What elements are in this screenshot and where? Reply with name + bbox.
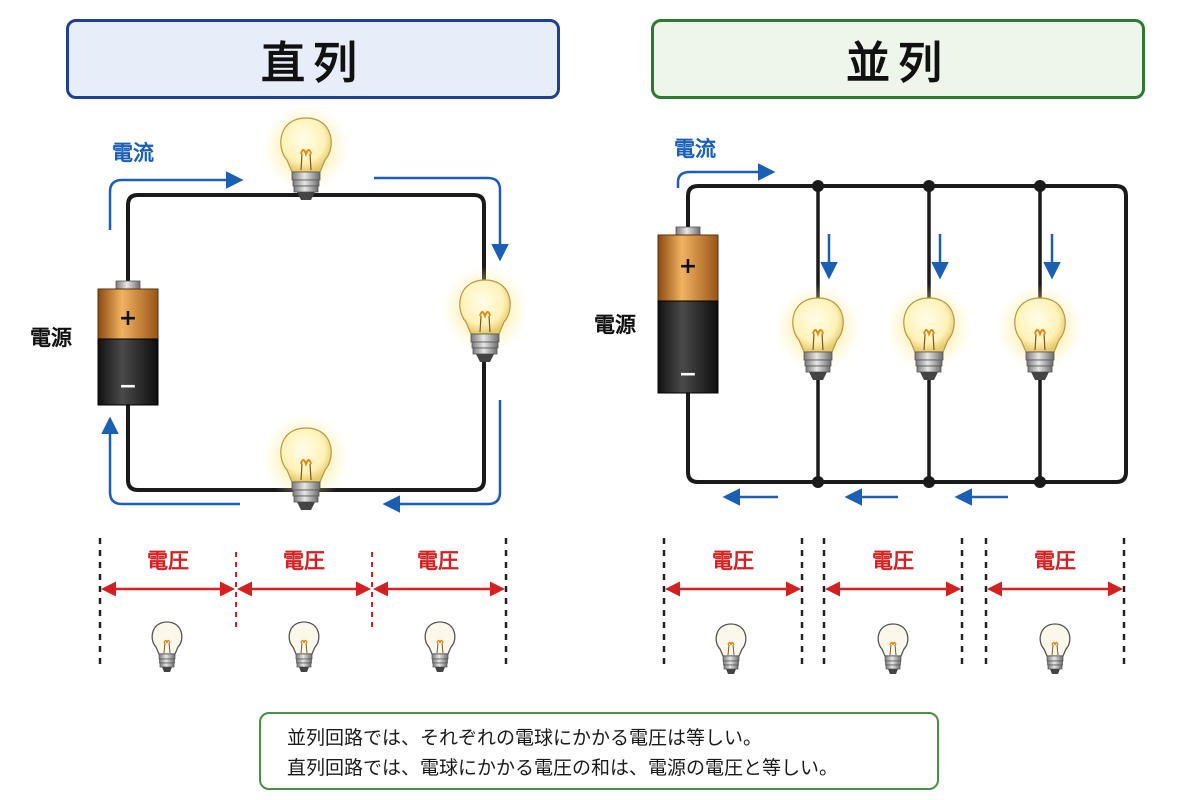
series-circuit: + − 電流 電源 xyxy=(30,103,530,513)
parallel-voltage-label: 電圧 xyxy=(1034,549,1076,573)
parallel-small-bulb xyxy=(715,623,747,675)
parallel-battery: + − xyxy=(657,226,719,394)
note-line-series: 直列回路では、電球にかかる電圧の和は、電源の電圧と等しい。 xyxy=(287,757,839,779)
series-bulb-bottom xyxy=(261,413,351,511)
series-current-arrow xyxy=(108,171,244,230)
series-current-label: 電流 xyxy=(112,141,154,165)
series-voltage-label: 電圧 xyxy=(283,549,325,573)
series-voltage-label: 電圧 xyxy=(147,549,189,573)
note-line-parallel: 並列回路では、それぞれの電球にかかる電圧は等しい。 xyxy=(287,727,763,749)
parallel-junction xyxy=(923,476,935,488)
series-battery: + − xyxy=(97,280,159,406)
parallel-current-label: 電流 xyxy=(674,137,716,161)
parallel-title: 並列 xyxy=(651,19,1145,99)
parallel-voltage-label: 電圧 xyxy=(872,549,914,573)
parallel-voltage-label: 電圧 xyxy=(712,549,754,573)
parallel-junction xyxy=(1034,476,1046,488)
parallel-small-bulb xyxy=(1039,623,1071,675)
series-title: 直列 xyxy=(66,19,560,99)
parallel-small-bulb xyxy=(877,623,909,675)
parallel-wire xyxy=(686,184,1128,484)
series-wire xyxy=(126,193,486,492)
series-source-label: 電源 xyxy=(30,326,72,350)
parallel-current-arrow xyxy=(676,163,776,188)
parallel-junction xyxy=(812,180,824,192)
parallel-battery-minus: − xyxy=(679,362,697,387)
parallel-bulb xyxy=(773,283,863,381)
series-small-bulb xyxy=(288,621,320,673)
parallel-junction xyxy=(812,476,824,488)
series-voltage-label: 電圧 xyxy=(417,549,459,573)
series-small-bulb xyxy=(151,621,183,673)
parallel-junction xyxy=(923,180,935,192)
series-current-arrow xyxy=(101,416,240,506)
explanation-note: 並列回路では、それぞれの電球にかかる電圧は等しい。 直列回路では、電球にかかる電… xyxy=(259,712,939,790)
series-voltage-section: 電圧 電圧 電圧 xyxy=(98,538,508,673)
parallel-junction xyxy=(1034,180,1046,192)
parallel-circuit: + − 電流 電源 xyxy=(594,137,1128,506)
series-battery-plus: + xyxy=(119,306,137,331)
series-current-arrow xyxy=(382,400,502,513)
series-bulb-top xyxy=(261,103,351,201)
parallel-battery-plus: + xyxy=(679,254,697,279)
parallel-bulb xyxy=(884,283,974,381)
series-current-arrow xyxy=(374,176,509,262)
parallel-bulb xyxy=(995,283,1085,381)
series-bulb-right xyxy=(440,265,530,363)
series-small-bulb xyxy=(424,621,456,673)
series-battery-minus: − xyxy=(119,374,137,399)
parallel-voltage-section: 電圧 電圧 電圧 xyxy=(662,538,1126,675)
parallel-source-label: 電源 xyxy=(594,313,636,337)
